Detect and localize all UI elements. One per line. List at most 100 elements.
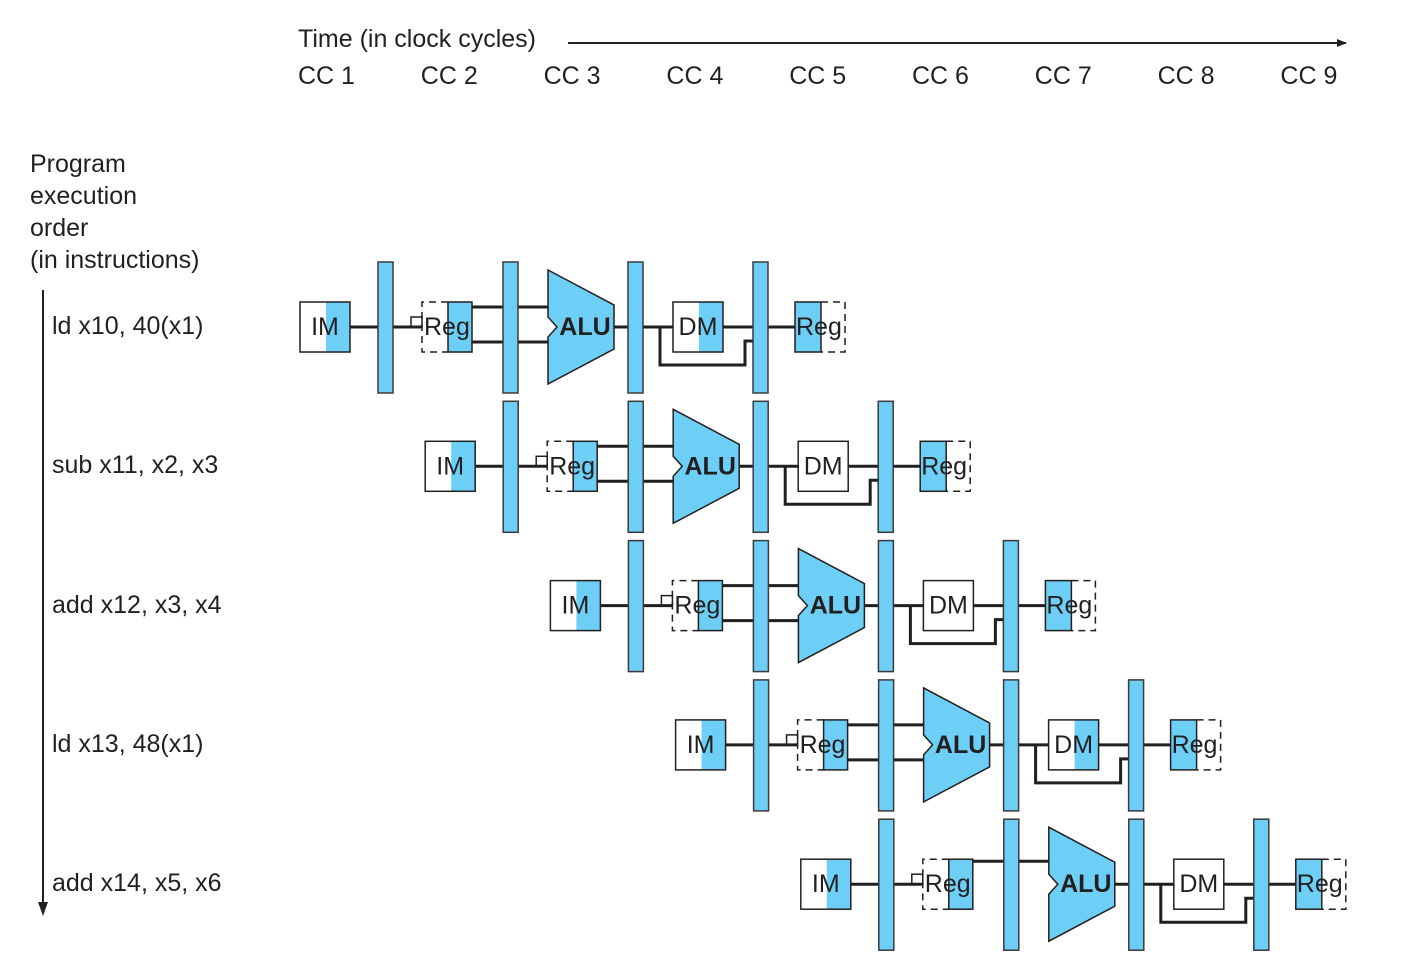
wire-dm-bypass (658, 327, 760, 367)
clock-cycle-label: CC 2 (420, 62, 478, 90)
pipeline-register-if-id (627, 539, 645, 673)
program-order-title-line: execution (30, 182, 138, 210)
reg-write-port-icon (535, 455, 548, 468)
pipeline-register-mem-wb (1127, 679, 1145, 812)
reg-write-dashed-outline (1071, 579, 1097, 632)
pipeline-register-id-ex (752, 539, 770, 673)
im-read-shade (826, 859, 851, 910)
dm-label: DM (679, 313, 718, 341)
reg-write-port-icon (785, 734, 799, 746)
reg-read-shade (572, 440, 598, 493)
alu-label: ALU (810, 592, 861, 620)
pipeline-register-if-id (502, 400, 519, 534)
im-box (800, 858, 852, 910)
reg-write-port-icon (410, 316, 423, 328)
reg-read-dashed-outline (421, 301, 448, 353)
program-order-title-line: order (30, 214, 89, 242)
pipeline-register-ex-mem (877, 539, 895, 673)
pipeline-register-id-ex (502, 261, 519, 394)
reg-write-dashed-outline (946, 440, 971, 493)
reg-write-dashed-outline (821, 301, 846, 353)
alu-shape (1048, 825, 1116, 943)
dm-access-shade (699, 302, 723, 352)
program-order-title-line: Program (30, 150, 126, 178)
alu-shape (672, 408, 740, 525)
im-box (424, 440, 476, 493)
im-label: IM (311, 313, 339, 341)
pipeline-register-mem-wb (1253, 818, 1270, 951)
im-read-shade (326, 302, 350, 352)
pipeline-register-id-ex (1003, 818, 1020, 951)
reg-read-dashed-outline (922, 858, 949, 910)
time-axis-label: Time (in clock cycles) (298, 25, 536, 53)
clock-cycle-label: CC 7 (1034, 62, 1092, 90)
reg-read-dashed-outline (546, 440, 574, 493)
alu-shape (547, 268, 615, 386)
reg-write-label: Reg (1297, 870, 1343, 898)
reg-read-shade (697, 579, 724, 632)
im-label: IM (812, 870, 840, 898)
wire-dm-bypass (783, 466, 886, 506)
alu-shape (797, 547, 866, 664)
pipeline-row: IM Reg ALU DM Reg (549, 539, 1097, 673)
wire-dm-bypass (1159, 884, 1261, 924)
im-read-shade (701, 719, 726, 770)
pipeline-register-ex-mem (627, 261, 644, 394)
pipeline-register-id-ex (627, 400, 644, 534)
im-read-shade (451, 441, 476, 492)
pipeline-register-ex-mem (752, 400, 769, 534)
alu-shape (922, 686, 991, 804)
program-order-title-line: (in instructions) (30, 246, 200, 274)
reg-read-label: Reg (549, 452, 595, 480)
pipeline-register-if-id (878, 818, 895, 951)
dm-label: DM (804, 452, 843, 480)
reg-write-shade (794, 301, 822, 353)
wire-dm-bypass (908, 605, 1011, 646)
clock-cycle-label: CC 5 (789, 62, 847, 90)
reg-read-label: Reg (674, 592, 720, 620)
im-label: IM (436, 452, 464, 480)
instruction-label: sub x11, x2, x3 (52, 451, 219, 480)
instruction-label: add x12, x3, x4 (52, 590, 222, 619)
reg-write-shade (1044, 579, 1073, 632)
dm-label: DM (929, 592, 968, 620)
dm-box (922, 579, 975, 632)
alu-label: ALU (935, 731, 986, 759)
dm-box-bg (1173, 859, 1224, 910)
reg-write-label: Reg (1046, 592, 1092, 620)
alu-label: ALU (559, 313, 610, 341)
reg-write-label: Reg (1172, 731, 1218, 759)
alu-label: ALU (685, 452, 736, 480)
reg-write-port-icon (660, 594, 674, 607)
im-read-shade (576, 580, 601, 631)
dm-box (1173, 858, 1225, 910)
reg-write-shade (919, 440, 947, 493)
instruction-label: ld x10, 40(x1) (52, 312, 204, 340)
dm-label: DM (1179, 870, 1218, 898)
dm-box-bg (923, 580, 974, 631)
dm-box (797, 440, 849, 493)
im-label: IM (562, 592, 590, 620)
dm-box (1047, 719, 1100, 771)
pipeline-register-mem-wb (877, 400, 894, 534)
reg-read-shade (447, 301, 473, 353)
reg-read-dashed-outline (671, 579, 699, 632)
im-box (549, 579, 602, 632)
pipeline-register-if-id (377, 261, 394, 394)
im-box (299, 301, 351, 353)
im-box (674, 719, 727, 771)
pipeline-register-mem-wb (752, 261, 769, 394)
wire-dm-bypass (1034, 744, 1136, 785)
pipeline-register-ex-mem (1128, 818, 1145, 951)
clock-cycle-label: CC 6 (912, 62, 969, 90)
alu-label: ALU (1060, 870, 1111, 898)
program-order-title: Program execution order (in instructions… (30, 148, 200, 276)
program-order-arrowhead (38, 902, 48, 916)
dm-box-bg (798, 441, 849, 492)
reg-write-dashed-outline (1196, 719, 1222, 771)
